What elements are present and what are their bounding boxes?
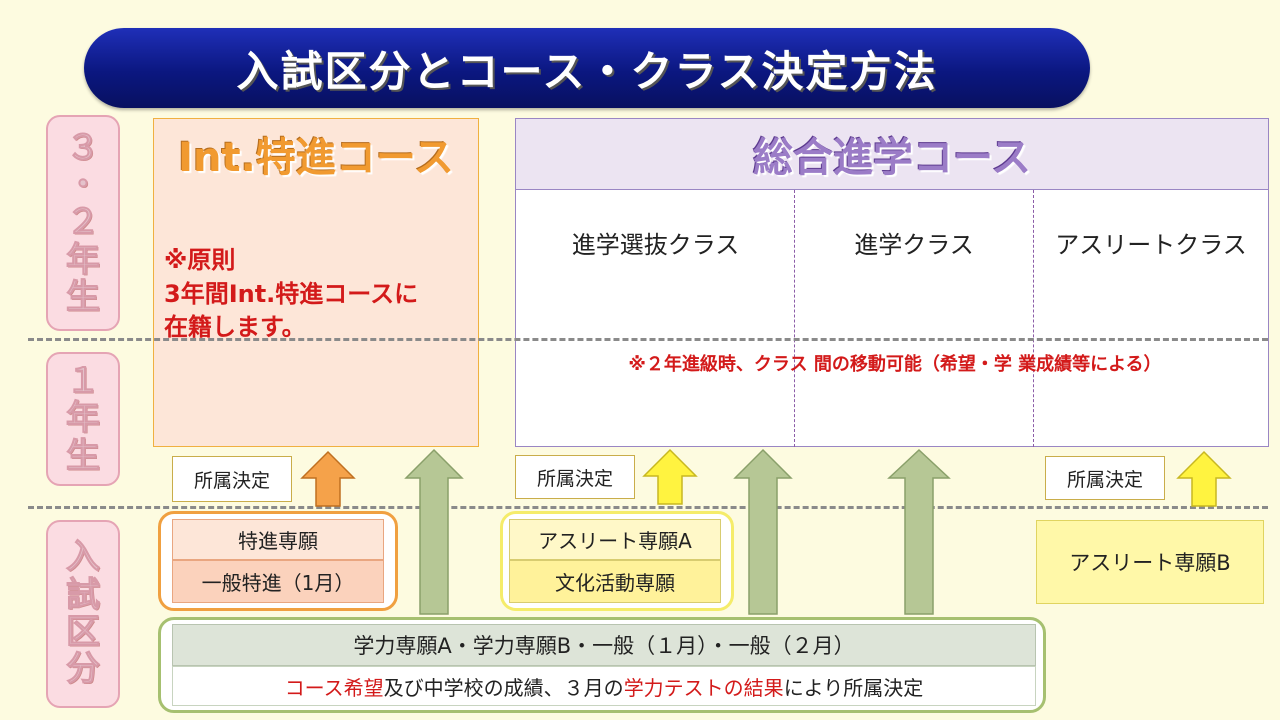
grade-char: 年 [66,398,101,439]
exam-divider-line [28,506,1268,509]
green-up-arrow-icon [887,448,951,616]
int-course-title: Int.特進コース [178,135,454,181]
detail-highlight: 学力テストの結果 [623,675,784,700]
detail-text: により所属決定 [783,675,924,700]
detail-text: 及び中学校の成績、３月の [383,675,624,700]
grade-char: 区 [66,612,101,652]
grade-label-exam: 入 試 区 分 [46,520,120,708]
exam-general-detail: コース希望及び中学校の成績、３月の学力テストの結果により所属決定 [172,666,1036,706]
exam-bunka-katsudo: 文化活動専願 [509,560,721,603]
exam-tokushin-sengan: 特進専願 [172,519,384,560]
class-divider [1033,190,1034,447]
class-shingaku: 進学クラス [854,231,974,259]
title-banner [84,28,1090,108]
yellow-up-arrow-icon [642,448,698,506]
grade-char: １ [66,360,101,401]
int-note-line: ※原則 [164,246,236,274]
page-title: 入試区分とコース・クラス決定方法 [236,46,938,96]
general-course-note: ※２年進級時、クラス 間の移動可能（希望・学 業成績等による） [628,354,1162,375]
yellow-up-arrow-icon [1176,450,1232,508]
orange-up-arrow-icon [300,450,356,508]
grade-char: 生 [66,435,101,476]
general-course-title: 総合進学コース [515,118,1269,190]
exam-athlete-sengan-b: アスリート専願B [1036,520,1264,604]
int-note-line: 在籍します。 [164,313,306,342]
grade-char: ３ [66,127,101,168]
class-shingaku-senbatsu: 進学選抜クラス [571,231,740,259]
grade-char: ２ [66,202,101,243]
affiliation-tag-athlete-a: 所属決定 [515,455,635,499]
int-course-note: ※原則 3年間Int.特進コースに 在籍します。 [164,244,474,345]
detail-highlight: コース希望 [284,675,384,700]
grade-char: 入 [66,537,101,578]
class-athlete: アスリートクラス [1055,231,1247,259]
grade-divider-line [28,338,1268,341]
green-up-arrow-icon [733,448,793,616]
grade-char: 分 [66,649,101,690]
grade-char: 生 [66,277,101,318]
grade-label-upper: ３ ・ ２ 年 生 [46,115,120,331]
grade-char: 年 [66,239,101,280]
affiliation-tag-int: 所属決定 [172,456,292,502]
class-divider [794,190,795,447]
green-up-arrow-icon [404,448,464,616]
exam-athlete-sengan-a: アスリート専願A [509,519,721,560]
grade-label-first: １ 年 生 [46,352,120,486]
exam-ippan-tokushin: 一般特進（1月） [172,560,384,603]
int-note-line: 3年間Int.特進コースに [164,279,419,308]
affiliation-tag-athlete-b: 所属決定 [1045,456,1165,500]
grade-char: ・ [66,164,101,205]
int-course-box [153,118,479,447]
grade-char: 試 [66,574,101,615]
exam-general-header: 学力専願A・学力専願B・一般（１月）・一般（２月） [172,624,1036,666]
